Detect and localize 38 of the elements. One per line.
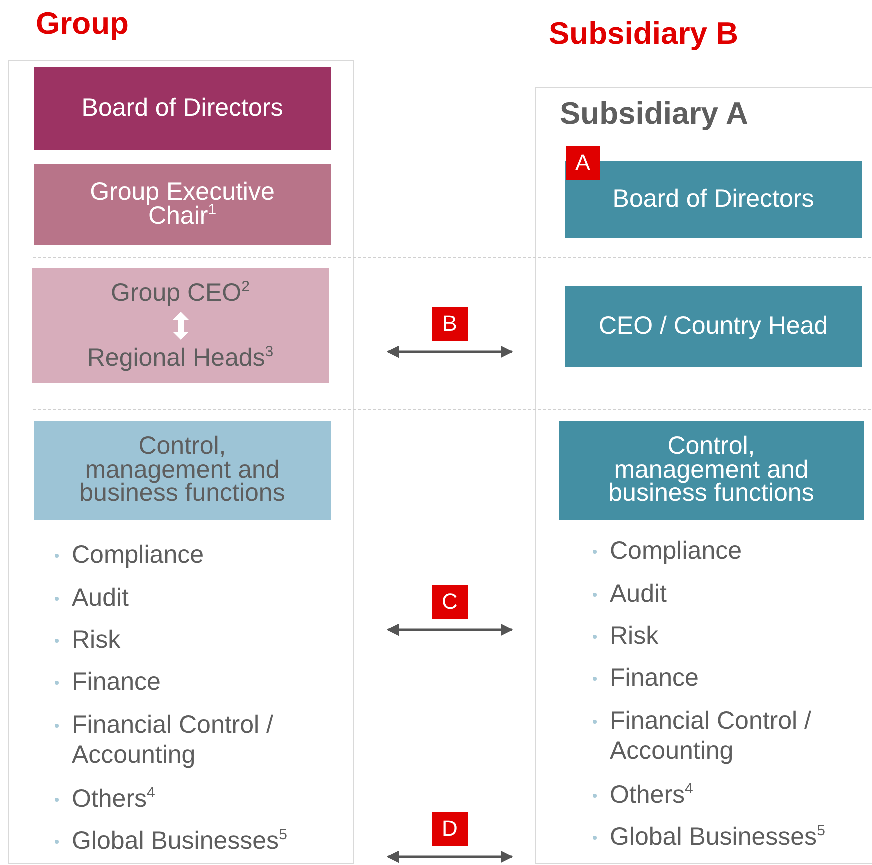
box-label: Control, management and business functions xyxy=(608,434,816,506)
list-item: Audit xyxy=(610,579,668,609)
list-item: Compliance xyxy=(610,536,744,566)
edge-label: B xyxy=(432,307,468,341)
list-item: Financial Control / Accounting xyxy=(72,710,274,770)
callout-letter: A xyxy=(566,146,600,180)
org-box xyxy=(559,421,864,520)
list-item: Audit xyxy=(72,583,130,613)
list-item: Others$^{4}$ xyxy=(72,784,156,814)
box-label: Control, management and business functions xyxy=(78,434,286,506)
list-item: Risk xyxy=(72,625,122,655)
double-arrow xyxy=(386,624,514,636)
column-heading: Subsidiary B xyxy=(549,16,738,52)
box-label: Regional Heads$^{3}$ xyxy=(87,344,274,371)
edge-label: D xyxy=(432,812,468,846)
list-item: Compliance xyxy=(72,540,206,570)
box-label: Board of Directors xyxy=(612,186,814,213)
subsidiary-heading: Subsidiary A xyxy=(560,96,748,132)
double-arrow xyxy=(386,850,514,864)
edge-label: C xyxy=(432,585,468,619)
list-item: Financial Control / Accounting xyxy=(610,706,812,766)
org-box xyxy=(34,421,331,520)
list-item: Global Businesses$^{5}$ xyxy=(610,822,826,852)
box-label: Board of Directors xyxy=(82,95,284,122)
double-arrow xyxy=(386,346,514,358)
box-label: Group CEO$^{2}$ xyxy=(111,280,250,306)
box-label: Group Executive Chair$^{1}$ xyxy=(89,180,276,228)
org-box xyxy=(32,268,329,383)
list-item: Global Businesses$^{5}$ xyxy=(72,826,288,856)
list-item: Finance xyxy=(72,667,162,697)
column-heading: Group xyxy=(36,6,129,42)
list-item: Finance xyxy=(610,663,700,693)
org-box xyxy=(34,164,331,245)
list-item: Risk xyxy=(610,621,660,651)
box-label: CEO / Country Head xyxy=(598,313,828,340)
org-box xyxy=(565,286,862,367)
org-box xyxy=(34,67,331,150)
list-item: Others$^{4}$ xyxy=(610,780,694,810)
